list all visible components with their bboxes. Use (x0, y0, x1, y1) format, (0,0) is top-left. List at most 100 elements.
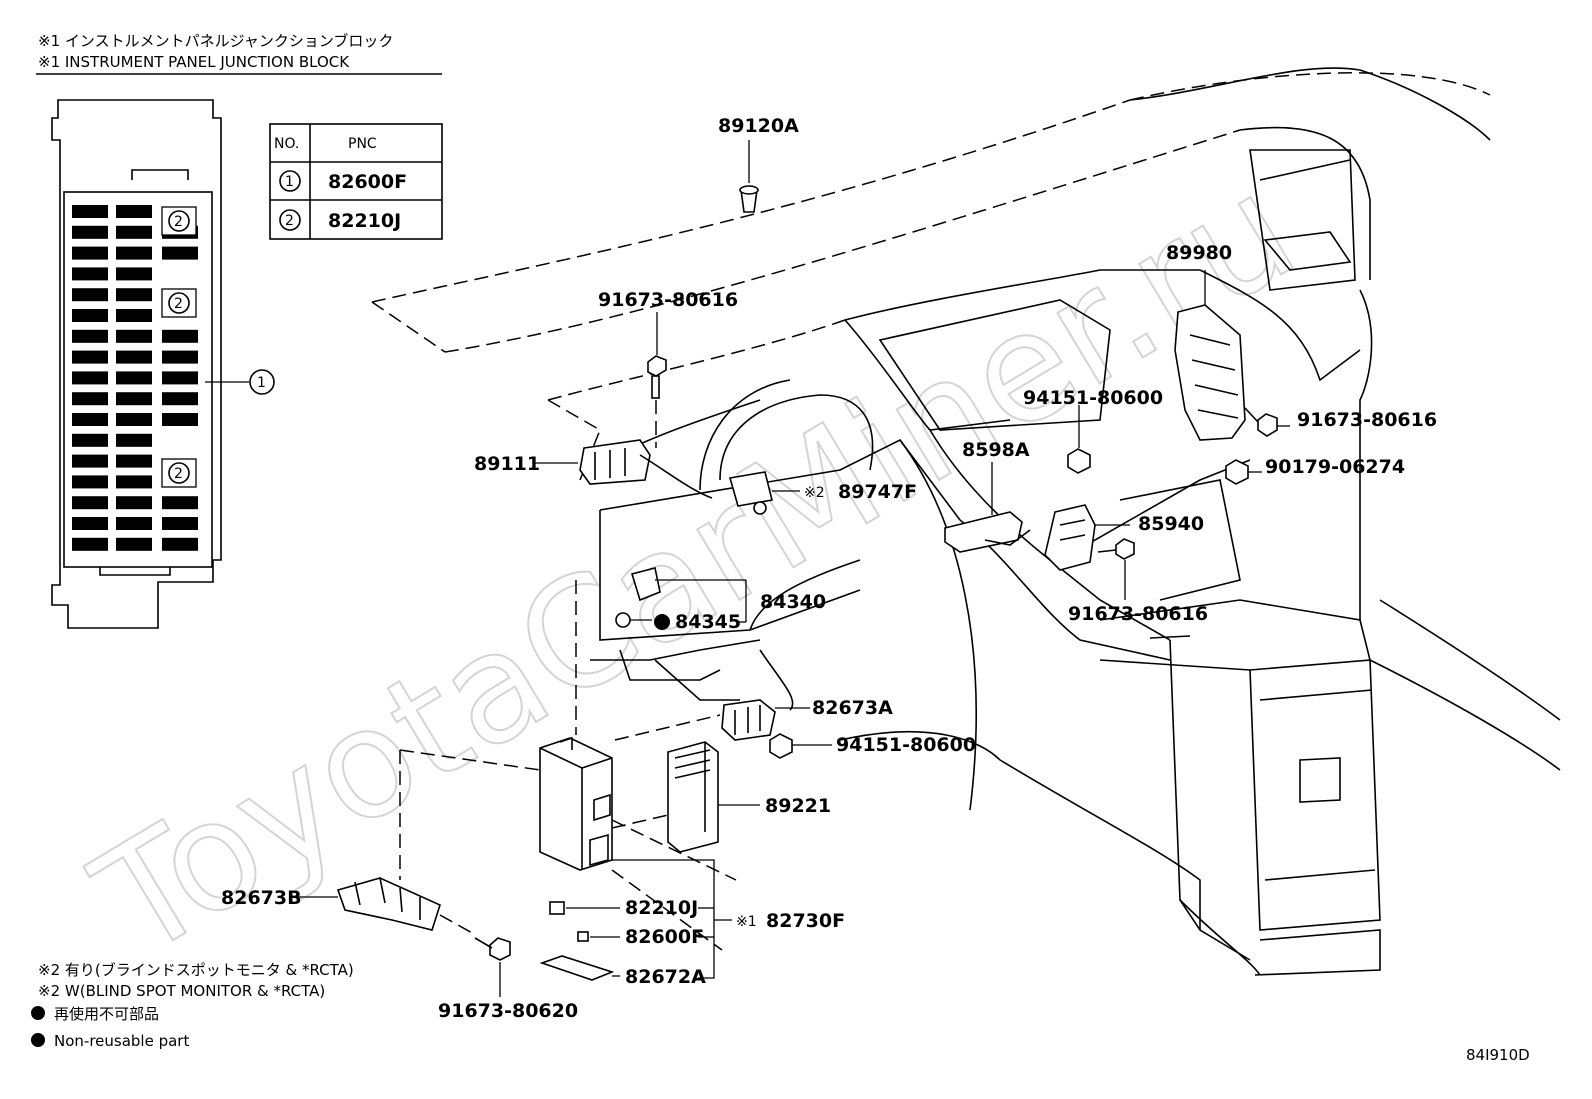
fuse-slot (116, 517, 152, 530)
fuse-slot (72, 433, 108, 447)
junction-block-drawing: 2 2 2 1 (51, 99, 275, 629)
label-84345: 84345 (675, 611, 741, 633)
fuse-slot (116, 475, 152, 489)
note-nonreusable-en: Non-reusable part (54, 1032, 189, 1050)
fuse-slot (162, 537, 198, 551)
fuse-slot (116, 537, 152, 551)
pnc-row-2-no: 2 (285, 213, 294, 229)
svg-text:1: 1 (257, 375, 266, 391)
label-94151-80600-upper: 94151-80600 (1023, 387, 1163, 409)
fuse-slot (72, 454, 108, 468)
fuse-slot (72, 371, 108, 385)
fuse-82210J (549, 901, 620, 915)
bolt-91673-80616-top (647, 312, 667, 448)
label-84340: 84340 (760, 591, 826, 613)
pnc-row-1-pnc: 82600F (328, 171, 407, 193)
note-nonreusable-jp: 再使用不可部品 (54, 1005, 159, 1023)
module-89980 (1174, 270, 1246, 441)
fuse-slot (72, 350, 108, 364)
fuse-slot (162, 329, 198, 343)
fuse-slot (116, 205, 152, 218)
bolt-91673-80616-mid (1097, 538, 1135, 600)
label-82673B: 82673B (221, 887, 302, 909)
label-8598A: 8598A (962, 439, 1030, 461)
fuse-slot (162, 413, 198, 426)
screw-84345 (615, 612, 670, 630)
relay-85940 (1044, 504, 1130, 571)
group-bracket-82730F (612, 859, 732, 979)
svg-text:2: 2 (174, 466, 183, 482)
ecu-89221 (611, 741, 760, 853)
label-89747F: 89747F (838, 481, 917, 503)
bolt-91673-80620 (439, 914, 511, 997)
pnc-row-2-pnc: 82210J (328, 210, 401, 232)
bullet-dot-icon (31, 1033, 45, 1047)
callout-1: 1 (249, 369, 275, 395)
fuse-slot (72, 475, 108, 489)
label-91673-80616-mid: 91673-80616 (1068, 603, 1208, 625)
bracket-82673A (721, 699, 810, 741)
fuse-slot (116, 309, 152, 322)
label-82730F: 82730F (766, 910, 845, 932)
bracket-89111 (535, 439, 713, 499)
note-2-en: ※2 W(BLIND SPOT MONITOR & *RCTA) (38, 982, 325, 1000)
svg-text:2: 2 (174, 214, 183, 230)
fuse-slot (116, 454, 152, 468)
fuse-slot (72, 288, 108, 302)
fuse-slot (116, 267, 152, 281)
label-89747F-note: ※2 (804, 485, 825, 501)
label-82672A: 82672A (625, 966, 706, 988)
fuse-82600F (577, 931, 620, 942)
label-94151-80600-lower: 94151-80600 (836, 734, 976, 756)
fuse-slot (116, 413, 152, 426)
header-line-jp: ※1 インストルメントパネルジャンクションブロック (38, 32, 393, 50)
label-89980: 89980 (1166, 242, 1232, 264)
label-91673-80616-right: 91673-80616 (1297, 409, 1437, 431)
bolt-91673-80616-right (1244, 407, 1290, 437)
fuse-marker-2: 2 (161, 288, 197, 318)
fuse-slot (72, 392, 108, 406)
fuse-slot (72, 246, 108, 260)
sensor-89747F (728, 471, 800, 515)
label-89221: 89221 (765, 795, 831, 817)
label-82600F: 82600F (625, 926, 704, 948)
fuse-slot (162, 350, 198, 364)
pnc-table: NO. PNC 1 82600F 2 82210J (269, 123, 443, 240)
label-89120A: 89120A (718, 115, 799, 137)
figure-code: 84I910D (1466, 1046, 1530, 1064)
fuse-slot (72, 225, 108, 239)
fuse-grid (72, 205, 198, 551)
bracket-82673B (292, 877, 441, 931)
fuse-slot (72, 267, 108, 281)
fuse-slot (72, 413, 108, 426)
label-91673-80616-top: 91673-80616 (598, 289, 738, 311)
junction-block-82730F (539, 580, 721, 871)
cover-82672A (539, 955, 620, 981)
fuse-slot (116, 246, 152, 260)
label-89111: 89111 (474, 453, 540, 475)
fuse-slot (116, 225, 152, 239)
fuse-slot (72, 537, 108, 551)
fuse-slot (116, 350, 152, 364)
fuse-slot (72, 329, 108, 343)
clip-89120A (739, 140, 759, 213)
label-90179-06274: 90179-06274 (1265, 456, 1405, 478)
fuse-slot (162, 496, 198, 510)
label-91673-80620: 91673-80620 (438, 1000, 578, 1022)
fuse-slot (116, 371, 152, 385)
nut-90179-06274 (1225, 459, 1262, 485)
fuse-slot (116, 433, 152, 447)
fuse-slot (162, 371, 198, 385)
pnc-row-1-no: 1 (285, 174, 294, 190)
fuse-slot (116, 392, 152, 406)
header-line-en: ※1 INSTRUMENT PANEL JUNCTION BLOCK (38, 53, 350, 71)
fuse-slot (72, 309, 108, 322)
fuse-slot (72, 517, 108, 530)
pnc-table-header-pnc: PNC (348, 136, 377, 152)
pnc-table-header-no: NO. (274, 136, 299, 152)
switch-84340 (630, 567, 747, 623)
nut-94151-80600-upper (1067, 405, 1091, 474)
label-82673A: 82673A (812, 697, 893, 719)
fuse-slot (162, 246, 198, 260)
